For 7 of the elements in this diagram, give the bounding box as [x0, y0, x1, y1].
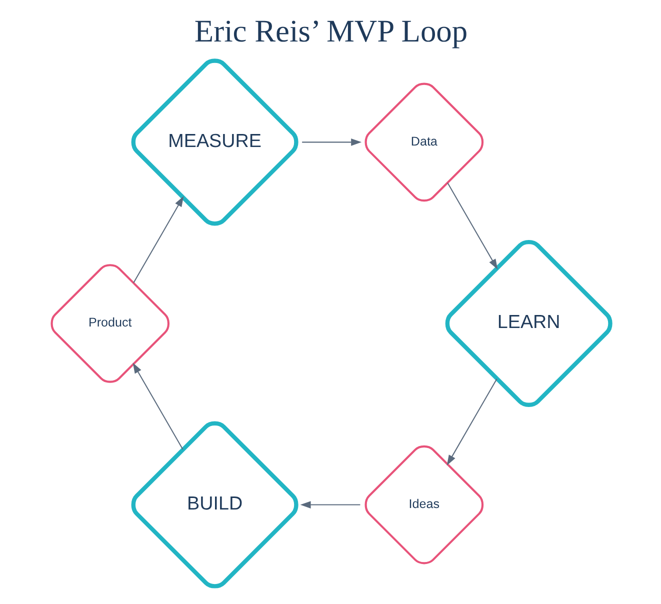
diagram-title: Eric Reis’ MVP Loop [194, 14, 468, 49]
arrow [300, 501, 360, 508]
arrow [302, 138, 362, 146]
arrow [446, 378, 497, 466]
arrow [446, 182, 498, 270]
arrow [132, 362, 183, 450]
arrow [132, 196, 184, 284]
